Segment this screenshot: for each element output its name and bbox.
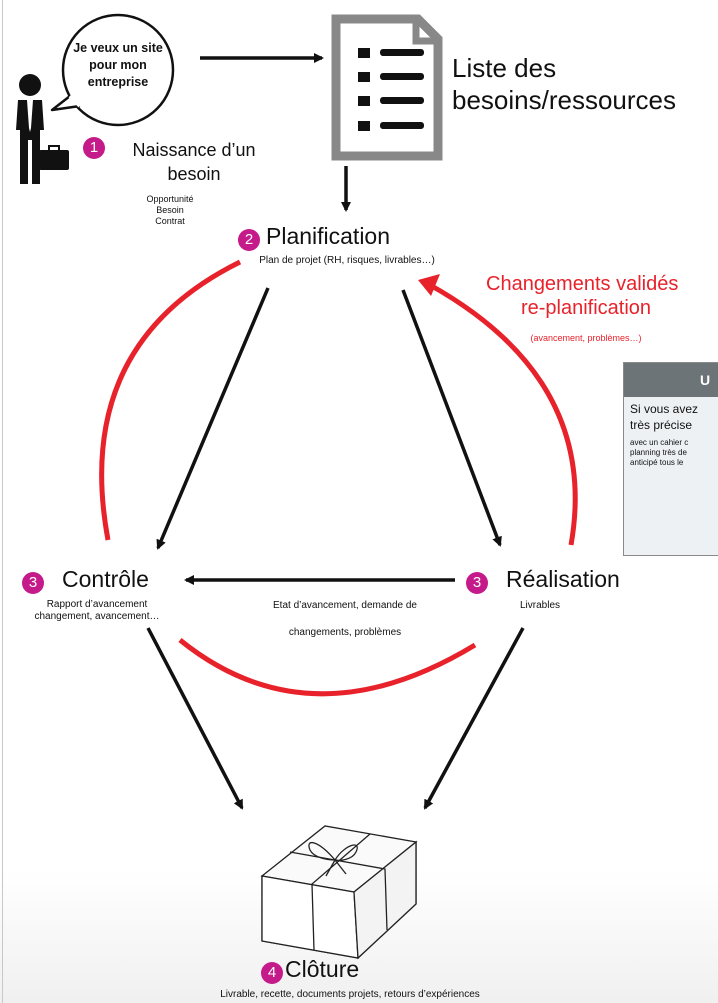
step4-badge: 4 xyxy=(261,961,283,984)
red-arrowhead xyxy=(418,274,440,296)
step1-detail-2: Besoin xyxy=(156,205,184,215)
arrow-planning-to-realisation xyxy=(401,289,502,547)
arrow-planning-to-control xyxy=(156,287,270,550)
step2-heading: 2 Planification xyxy=(238,223,478,251)
step3b-title: Réalisation xyxy=(506,566,620,592)
red-arc-replanning xyxy=(428,282,578,546)
step3a-title: Contrôle xyxy=(62,566,149,592)
step2-badge: 2 xyxy=(238,228,260,251)
feedback-line-1: Etat d’avancement, demande de xyxy=(273,600,417,611)
document-list-icon xyxy=(331,14,443,161)
step2-subtitle: Plan de projet (RH, risques, livrables…) xyxy=(259,255,435,266)
step4-title: Clôture xyxy=(285,956,360,982)
speech-bubble xyxy=(50,13,175,127)
step1-detail-3: Contrat xyxy=(155,216,185,226)
step3a-heading: 3 Contrôle xyxy=(22,566,222,594)
red-arc-control-realisation xyxy=(178,638,477,697)
gift-box-icon xyxy=(260,825,418,960)
red-arc-planning-control xyxy=(99,259,242,541)
panel-small-3: anticipé tous le xyxy=(630,458,684,467)
panel-small-2: planning très de xyxy=(630,448,687,457)
step1-heading: 1 xyxy=(83,137,273,159)
step3b-subtitle: Livrables xyxy=(519,600,561,611)
step1-detail-1: Opportunité xyxy=(146,194,194,204)
red-curves xyxy=(99,259,578,697)
changes-subtitle: re-planification xyxy=(520,297,652,319)
arrow-realisation-to-closure xyxy=(423,627,525,810)
bubble-text: Je veux un site pour mon entreprise xyxy=(73,41,163,89)
panel-body: Si vous avez très précise avec un cahier… xyxy=(624,397,718,468)
step1-title: Naissance d’un besoin xyxy=(132,140,256,184)
panel-small-text: avec un cahier c planning très de antici… xyxy=(630,438,718,468)
step3a-detail-2: changement, avancement… xyxy=(34,611,160,622)
arrow-control-to-closure xyxy=(146,627,244,810)
changes-note: (avancement, problèmes…) xyxy=(530,333,642,343)
step3b-badge: 3 xyxy=(466,571,488,594)
step4-subtitle: Livrable, recette, documents projets, re… xyxy=(220,989,480,1000)
panel-header: U xyxy=(624,363,718,397)
person-icon xyxy=(16,74,69,184)
step3b-heading: 3 Réalisation xyxy=(466,566,666,594)
step1-details: Opportunité Besoin Contrat xyxy=(128,194,212,227)
step3a-details: Rapport d’avancement changement, avancem… xyxy=(0,599,194,623)
step1-badge: 1 xyxy=(83,137,105,159)
step3a-badge: 3 xyxy=(22,571,44,594)
feedback-line-2: changements, problèmes xyxy=(288,627,402,638)
step3a-detail-1: Rapport d’avancement xyxy=(46,599,148,610)
changes-title: Changements validés xyxy=(486,273,679,295)
panel-small-1: avec un cahier c xyxy=(630,438,689,447)
panel-line-1: Si vous avez xyxy=(630,402,699,416)
black-arrows xyxy=(146,53,525,810)
left-border xyxy=(2,0,3,1003)
step2-title: Planification xyxy=(266,223,391,249)
panel-line-2: très précise xyxy=(630,418,693,432)
info-panel: U Si vous avez très précise avec un cahi… xyxy=(623,362,718,556)
list-title: Liste des besoins/ressources xyxy=(452,53,676,115)
